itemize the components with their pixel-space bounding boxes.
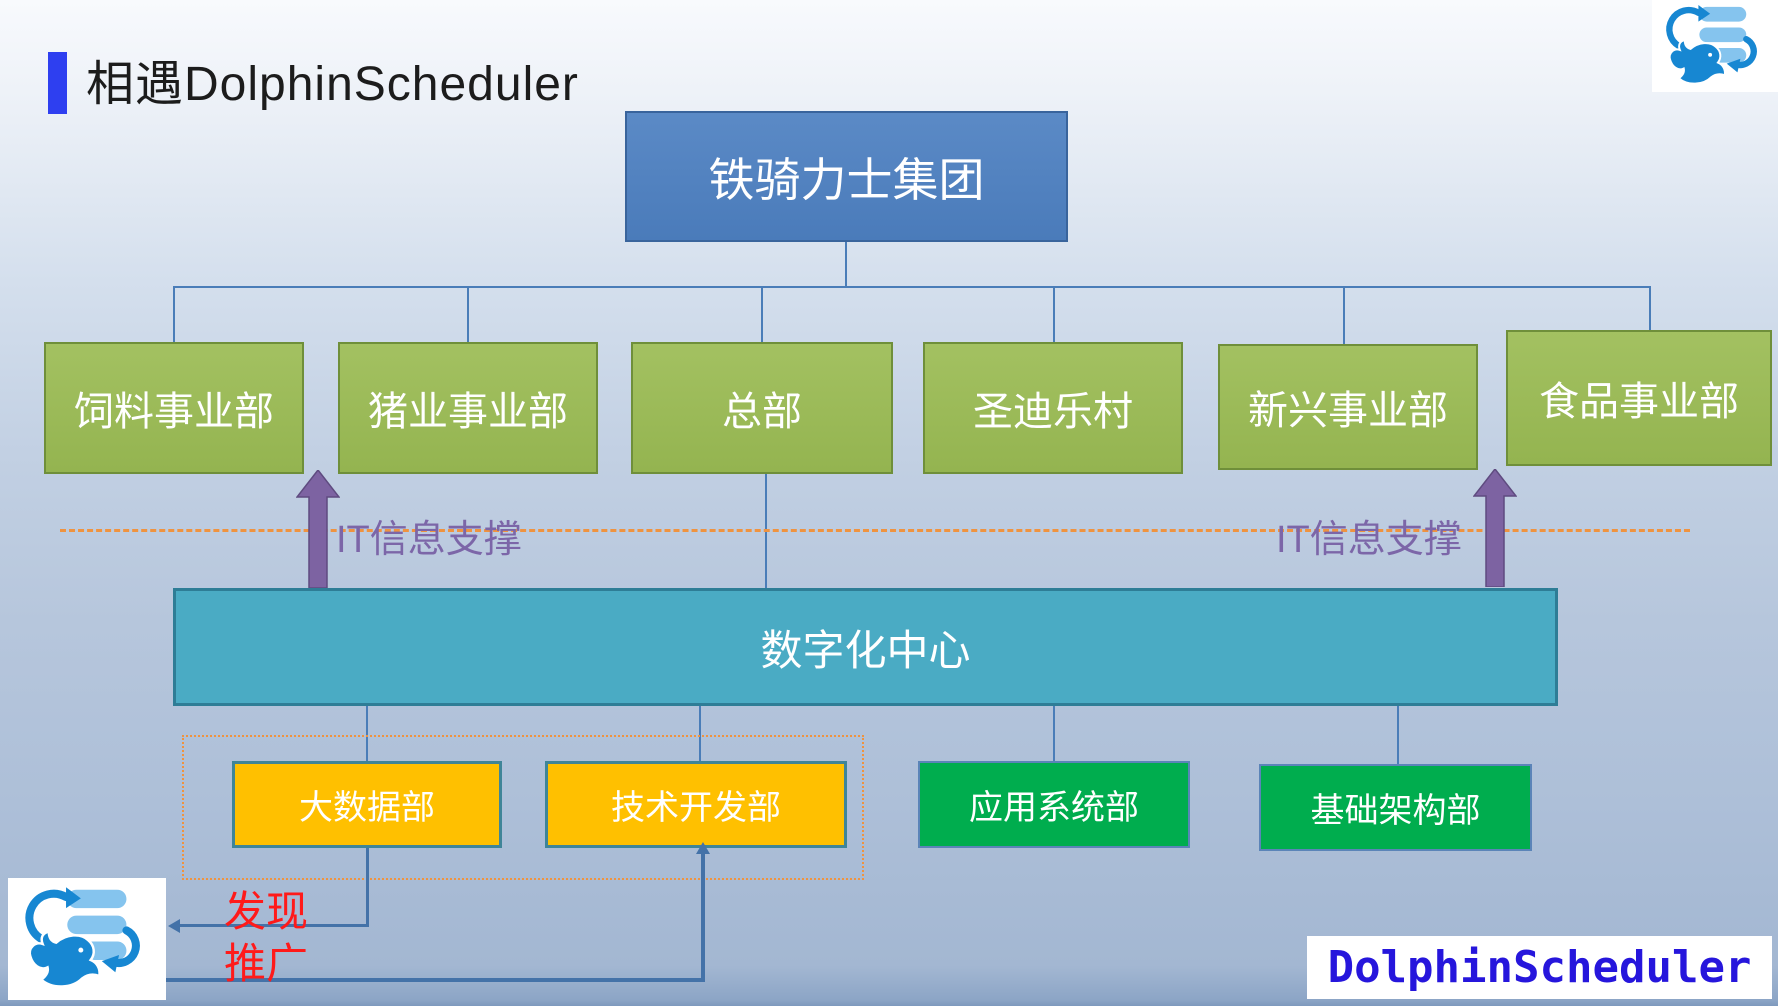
connector-drop-division-5 bbox=[1343, 287, 1345, 344]
dolphin-icon bbox=[1661, 4, 1769, 88]
it-support-label-right: IT信息支撑 bbox=[1276, 519, 1462, 561]
org-box-emerging-division: 新兴事业部 bbox=[1218, 344, 1478, 470]
connector-center-to-dept-4 bbox=[1397, 706, 1399, 764]
org-box-app-systems-dept: 应用系统部 bbox=[918, 761, 1190, 848]
org-box-food-division: 食品事业部 bbox=[1506, 330, 1772, 466]
org-box-shengdilecun: 圣迪乐村 bbox=[923, 342, 1183, 474]
up-arrow-icon-left bbox=[296, 470, 340, 588]
dolphinscheduler-wordmark: DolphinScheduler bbox=[1327, 942, 1752, 993]
flow-line-discover-vertical bbox=[366, 848, 369, 927]
up-arrowhead-icon bbox=[696, 842, 710, 854]
connector-drop-division-3 bbox=[761, 287, 763, 342]
dolphin-icon bbox=[19, 886, 155, 992]
flow-line-discover-horizontal bbox=[178, 924, 369, 927]
connector-bus bbox=[173, 286, 1651, 288]
it-support-dashed-divider bbox=[60, 529, 1690, 532]
up-arrow-icon-right bbox=[1473, 469, 1517, 587]
connector-center-to-dept-1 bbox=[366, 706, 368, 761]
org-box-big-data-dept: 大数据部 bbox=[232, 761, 502, 848]
flow-label-discover: 发现 bbox=[224, 888, 309, 935]
connector-center-to-dept-2 bbox=[699, 706, 701, 761]
title-accent-bar bbox=[48, 52, 67, 114]
org-box-feed-division: 饲料事业部 bbox=[44, 342, 304, 474]
connector-center-to-dept-3 bbox=[1053, 706, 1055, 761]
flow-line-promote-vertical bbox=[701, 852, 705, 982]
org-box-pig-division: 猪业事业部 bbox=[338, 342, 598, 474]
connector-drop-division-6 bbox=[1649, 287, 1651, 330]
page-title: 相遇DolphinScheduler bbox=[86, 58, 579, 111]
connector-drop-division-2 bbox=[467, 287, 469, 342]
flow-line-promote-horizontal bbox=[166, 978, 705, 982]
highlight-dotted-rect bbox=[182, 735, 864, 880]
connector-root-to-bus bbox=[845, 242, 847, 287]
dolphinscheduler-logo-bottom-left bbox=[8, 878, 166, 1000]
org-box-infrastructure-dept: 基础架构部 bbox=[1259, 764, 1532, 851]
it-support-label-left: IT信息支撑 bbox=[336, 519, 522, 561]
org-box-headquarters: 总部 bbox=[631, 342, 893, 474]
org-box-tech-dev-dept: 技术开发部 bbox=[545, 761, 847, 848]
org-box-group-root: 铁骑力士集团 bbox=[625, 111, 1068, 242]
dolphinscheduler-logo-top-right bbox=[1652, 0, 1778, 92]
connector-drop-division-4 bbox=[1053, 287, 1055, 342]
wordmark-box: DolphinScheduler bbox=[1307, 936, 1772, 999]
left-arrowhead-icon bbox=[168, 919, 180, 933]
flow-label-promote: 推广 bbox=[224, 940, 309, 987]
connector-drop-division-1 bbox=[173, 287, 175, 342]
org-box-digital-center: 数字化中心 bbox=[173, 588, 1558, 706]
